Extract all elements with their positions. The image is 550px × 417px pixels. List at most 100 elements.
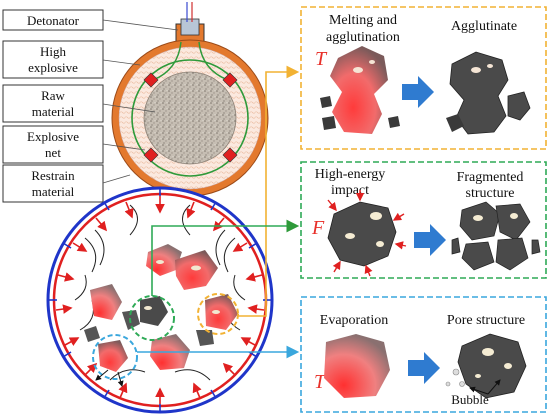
initiation-point bbox=[143, 147, 159, 163]
initiation-point bbox=[222, 72, 238, 88]
particle bbox=[196, 330, 214, 346]
particle bbox=[90, 284, 122, 320]
leader-line bbox=[102, 19, 179, 31]
evaporating-particle bbox=[324, 334, 390, 398]
connector-melting bbox=[238, 65, 300, 317]
label-detonator: Detonator bbox=[2, 9, 179, 31]
particle-highlight bbox=[473, 215, 483, 221]
pressure-arrows bbox=[55, 196, 265, 404]
bubble-label: Bubble bbox=[451, 392, 489, 407]
particle bbox=[98, 340, 128, 372]
leader-line bbox=[102, 103, 156, 113]
left-title-line-2: agglutination bbox=[326, 30, 400, 45]
left-title-line-1: High-energy bbox=[315, 167, 386, 182]
particle-highlight bbox=[376, 241, 384, 247]
leader-line bbox=[102, 59, 141, 66]
right-title-line-1: Fragmented bbox=[457, 170, 524, 185]
highlight-evaporation bbox=[92, 334, 138, 380]
particle-highlight bbox=[345, 233, 355, 239]
label-restrain-material: Restrain material bbox=[2, 164, 131, 203]
fragment bbox=[507, 91, 531, 121]
particle bbox=[146, 244, 182, 276]
net-lead-left bbox=[152, 41, 182, 81]
agglutinated-particle bbox=[449, 51, 509, 135]
panel-melting: Melting and agglutination Agglutinate T bbox=[300, 6, 547, 150]
transform-arrow bbox=[402, 76, 434, 108]
symbol-force: F bbox=[311, 217, 325, 239]
detonation-chamber bbox=[46, 186, 274, 414]
symbol-temperature: T bbox=[315, 48, 328, 70]
explosive-device bbox=[111, 2, 269, 197]
initiation-point bbox=[222, 147, 238, 163]
particle-highlight bbox=[510, 213, 518, 219]
connectors bbox=[137, 65, 300, 359]
bubble bbox=[452, 368, 460, 376]
initiation-point bbox=[143, 72, 159, 88]
label-raw-material: Raw material bbox=[2, 84, 156, 123]
highlight-melting bbox=[197, 293, 239, 335]
particle-highlight bbox=[353, 67, 363, 73]
bubble-arrow bbox=[487, 379, 501, 395]
leader-line bbox=[102, 143, 146, 151]
initiation-points bbox=[143, 72, 238, 163]
transform-arrow bbox=[414, 224, 446, 256]
label-line-1: Restrain bbox=[31, 168, 75, 183]
left-title-line-1: Melting and bbox=[329, 13, 397, 28]
particle-highlight bbox=[156, 260, 164, 264]
molten-particle bbox=[330, 46, 388, 134]
leader-line bbox=[102, 174, 131, 184]
label-line-2: explosive bbox=[28, 60, 78, 75]
label-box bbox=[2, 84, 104, 123]
porous-particle bbox=[457, 333, 527, 399]
net-lead-right bbox=[198, 41, 229, 81]
pore bbox=[475, 374, 481, 378]
pore bbox=[504, 363, 512, 369]
label-box bbox=[2, 125, 104, 164]
highlight-impact bbox=[129, 295, 175, 341]
left-title-line-2: impact bbox=[331, 183, 369, 198]
pore bbox=[482, 348, 494, 356]
raw-material bbox=[143, 71, 237, 165]
particle-highlight bbox=[471, 67, 481, 73]
fragment bbox=[446, 114, 464, 132]
label-line-2: material bbox=[32, 104, 75, 119]
label-explosive-net: Explosive net bbox=[2, 125, 146, 164]
label-box bbox=[2, 40, 104, 79]
bubble bbox=[459, 381, 465, 387]
label-box bbox=[2, 164, 104, 203]
transform-arrow bbox=[408, 352, 440, 384]
left-title: Evaporation bbox=[320, 313, 388, 328]
particle-highlight bbox=[370, 212, 382, 220]
label-high-explosive: High explosive bbox=[2, 40, 141, 79]
right-title-line-2: structure bbox=[466, 186, 515, 201]
impact-arrows bbox=[327, 190, 407, 277]
particle-highlight bbox=[144, 306, 152, 310]
particle bbox=[205, 294, 238, 330]
label-line-1: Explosive bbox=[27, 129, 79, 144]
connector-impact bbox=[151, 219, 300, 296]
right-title: Pore structure bbox=[447, 313, 525, 328]
particle bbox=[84, 326, 100, 342]
fragment bbox=[388, 116, 400, 128]
label-line-2: net bbox=[45, 145, 61, 160]
label-line-1: High bbox=[40, 44, 67, 59]
label-line-2: material bbox=[32, 184, 75, 199]
fragmented-particle bbox=[451, 201, 541, 271]
label-text: Detonator bbox=[27, 13, 80, 28]
fragment bbox=[322, 116, 336, 130]
symbol-temperature: T bbox=[314, 371, 327, 393]
bubble bbox=[445, 381, 451, 387]
particles bbox=[84, 244, 238, 372]
label-line-1: Raw bbox=[41, 88, 65, 103]
detonator-cap bbox=[180, 18, 200, 36]
particle bbox=[140, 296, 168, 326]
explosive-net bbox=[131, 59, 249, 177]
panel-evaporation: Evaporation Pore structure T Bubble bbox=[300, 296, 547, 413]
fragment bbox=[320, 96, 332, 108]
chamber-bubble-arrows bbox=[95, 369, 124, 387]
panel-impact: High-energy impact Fragmented structure … bbox=[300, 161, 547, 279]
particle-highlight bbox=[487, 64, 493, 68]
bubble-arrow bbox=[469, 386, 489, 395]
particle-highlight bbox=[212, 310, 220, 314]
